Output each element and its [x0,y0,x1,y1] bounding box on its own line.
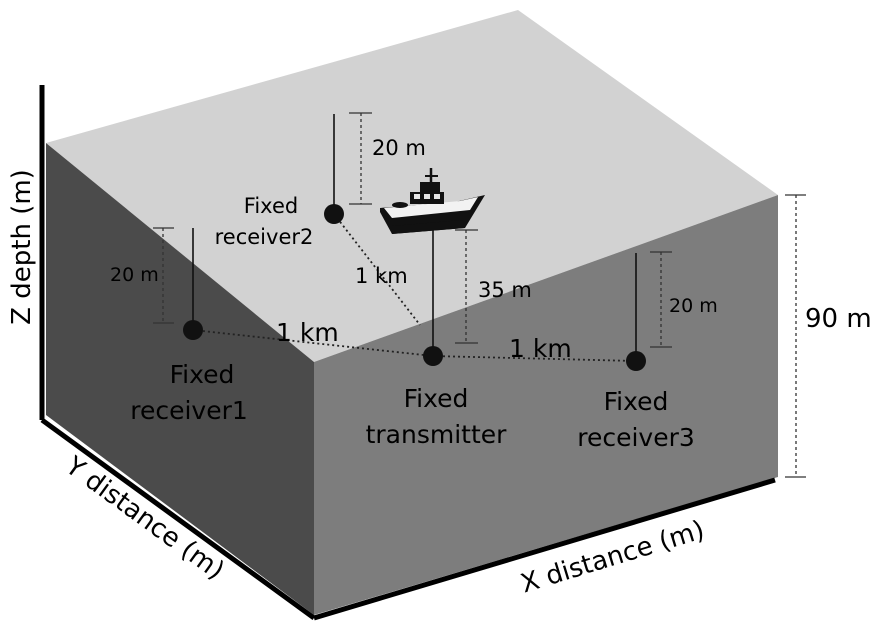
receiver3-node [626,351,646,371]
top-face [46,10,778,362]
transmitter-node [423,346,443,366]
receiver1-height-dimension [153,227,174,324]
link-tx-r1 [192,329,434,357]
transmitter-label-line2: transmitter [366,420,508,449]
receiver2-label: Fixed [244,194,298,218]
receiver1-height-label: 20 m [110,264,159,286]
receiver1-label: Fixed [170,360,235,389]
depth-dimension [785,194,806,478]
receiver2-node [324,204,344,224]
distance-tx-r2-label: 1 km [355,264,408,288]
receiver2-height-label: 20 m [372,136,426,160]
receiver3-height-dimension [650,251,672,348]
ship-icon [380,168,485,234]
front-face [314,195,778,615]
transmitter-height-label: 35 m [478,278,532,302]
receiver3-label-line2: receiver3 [577,423,695,452]
left-face [46,143,314,615]
receiver1-node [183,320,203,340]
receiver3-label: Fixed [604,387,669,416]
z-axis-label: Z depth (m) [7,169,37,325]
x-axis-line [313,477,776,621]
distance-tx-r3-label: 1 km [509,334,572,363]
y-axis-line [40,417,316,621]
receiver2-label-line2: receiver2 [215,225,314,249]
link-tx-r2 [333,213,421,326]
receiver1-label-line2: receiver1 [130,396,248,425]
depth-label: 90 m [805,304,872,334]
distance-tx-r1-label: 1 km [276,318,339,347]
receiver2-height-dimension [349,112,372,205]
receiver3-height-label: 20 m [669,295,718,317]
transmitter-height-dimension [455,229,478,344]
transmitter-label: Fixed [404,384,469,413]
link-tx-r3 [432,355,637,362]
